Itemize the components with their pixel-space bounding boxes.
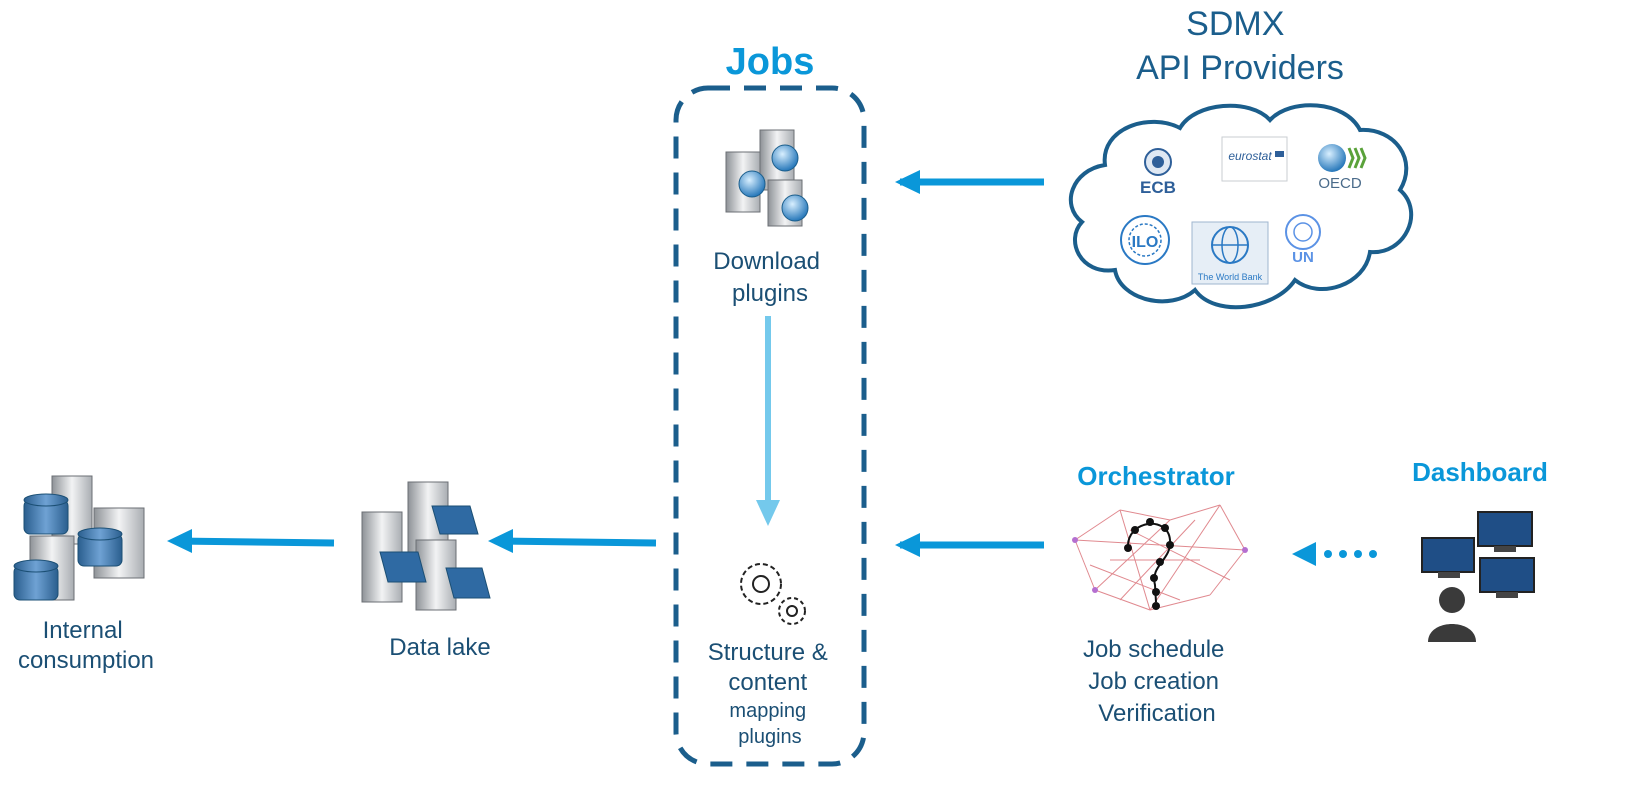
server-globe-icon [725,129,809,227]
dashboard-title: Dashboard [1412,457,1548,487]
ecb-label: ECB [1140,178,1176,197]
download-to-mapping-arrowhead [756,500,780,526]
jobs-container [673,85,867,767]
data-lake-to-internal-arrow [174,537,335,547]
mapping-line-3: mapping [729,700,806,722]
un-logo: UN [1285,214,1321,266]
ilo-label: ILO [1132,234,1159,251]
eurostat-label: eurostat [1228,149,1272,163]
mapping-line-4: plugins [738,726,801,748]
data-lake-to-internal-arrowhead [167,529,192,553]
task-verification: Verification [1098,700,1215,727]
dashboard-to-orchestrator-arrow [1292,542,1377,566]
orchestrator-tasks: Job schedule Job creation Verification [1083,636,1231,727]
ecb-logo: ECB [1140,148,1176,197]
download-line-1: Download [713,248,820,275]
world-bank-logo: The World Bank [1191,221,1269,285]
data-lake-group: Data lake [361,481,491,661]
computers-user-icon [1421,511,1535,642]
jobs-to-data-lake-arrowhead [488,529,513,553]
sdmx-title: SDMX API Providers [1136,5,1344,87]
task-schedule: Job schedule [1083,636,1224,663]
orchestrator-group: Orchestrator Job schedule Job cr [1072,461,1248,727]
server-database-icon [13,475,145,601]
world-bank-label: The World Bank [1198,272,1263,282]
internal-consumption-label: Internal consumption [18,617,154,674]
download-line-2: plugins [732,280,808,307]
orchestrator-to-jobs-arrowhead [895,533,920,557]
jobs-title: Jobs [726,41,815,83]
task-creation: Job creation [1088,668,1219,695]
gears-icon [740,563,806,625]
sdmx-group: SDMX API Providers ECB eurostat OECD ILO [1069,5,1414,310]
oecd-label: OECD [1318,175,1362,192]
internal-line-2: consumption [18,647,154,674]
mapping-plugins-label: Structure & content mapping plugins [708,639,833,748]
sdmx-title-line-1: SDMX [1186,5,1284,43]
sdmx-title-line-2: API Providers [1136,49,1344,87]
internal-consumption-group: Internal consumption [13,475,154,674]
dashboard-group: Dashboard [1412,457,1548,642]
orchestrator-title: Orchestrator [1077,461,1235,491]
data-lake-label: Data lake [389,634,490,661]
server-folder-icon [361,481,491,611]
eurostat-logo: eurostat [1221,136,1288,182]
internal-line-1: Internal [43,617,123,644]
un-label: UN [1292,249,1314,266]
mapping-line-2: content [728,669,807,696]
oecd-logo: OECD [1318,144,1367,192]
ilo-logo: ILO [1120,215,1170,265]
jobs-group: Jobs Download plugins Structure & cont [673,41,867,767]
sdmx-to-jobs-arrowhead [895,170,920,194]
jobs-to-data-lake-arrow [494,537,657,547]
download-plugins-label: Download plugins [713,248,826,307]
mapping-line-1: Structure & [708,639,828,666]
network-question-icon [1072,504,1248,611]
